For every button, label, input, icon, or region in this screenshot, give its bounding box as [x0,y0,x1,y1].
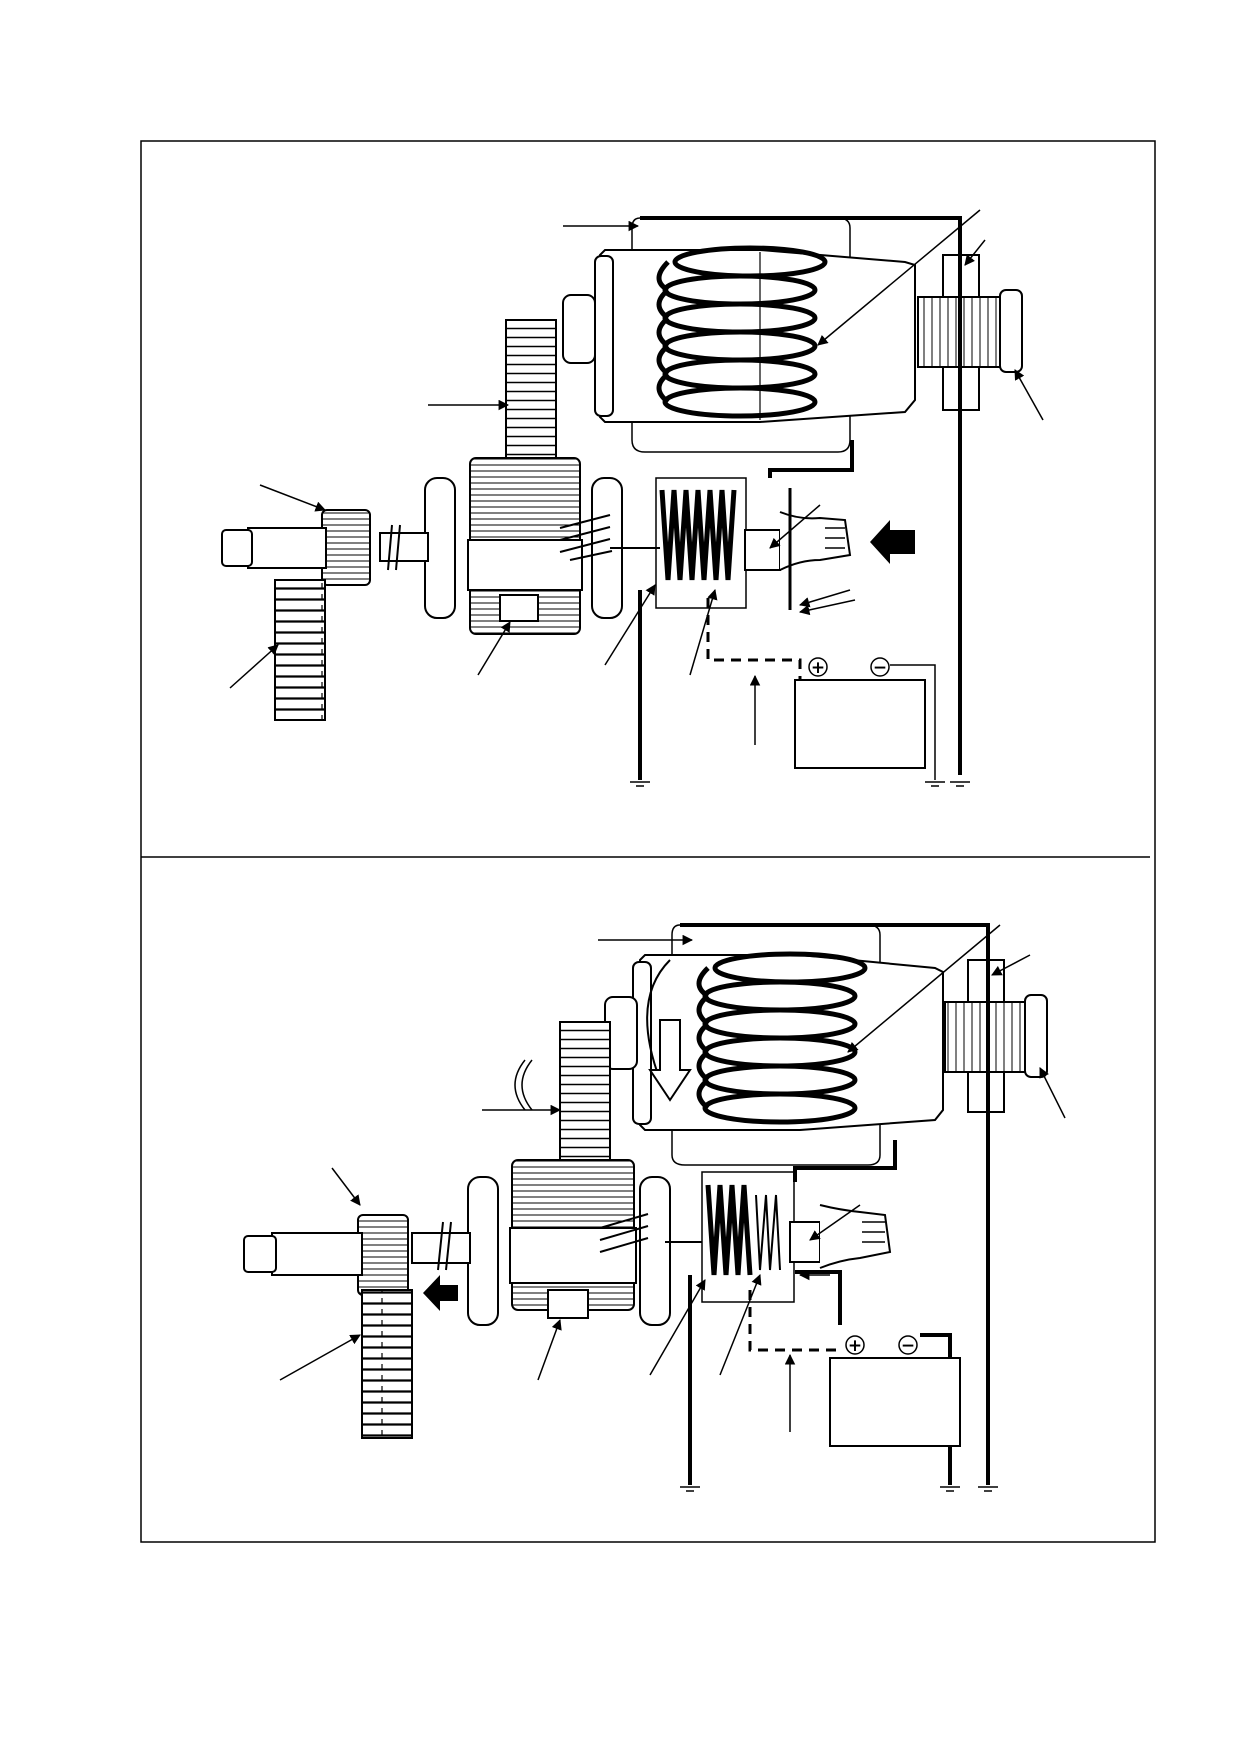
leader-arrows [229,209,1044,745]
wiring [680,923,990,1485]
bottom-panel: + − [243,923,1066,1492]
battery [794,679,926,769]
clutch-key [499,594,539,622]
wiring [638,216,962,780]
field-coil [656,245,828,419]
solenoid [610,477,852,610]
field-coil [696,951,868,1125]
battery-positive-terminal [808,657,828,677]
overrunning-clutch-housing [424,477,456,619]
armature-end-boss [562,294,596,364]
ground-symbols [680,1486,998,1492]
control-wire-dashed [748,1290,840,1352]
rotation-indicator [514,1059,533,1111]
ground-symbols [630,781,970,787]
top-panel: + − [221,209,1044,787]
helical-spline [559,514,613,561]
battery [829,1357,961,1447]
plunger [789,1221,821,1263]
shaft-nut [221,529,253,567]
battery-positive-terminal [845,1335,865,1355]
clutch-key [547,1289,589,1319]
battery-negative-symbol: − [873,658,887,678]
rotation-arrow [646,959,671,1081]
battery-negative-symbol: − [901,1336,915,1356]
movement-arrow [423,1275,458,1311]
ring-gear [274,579,326,721]
battery-negative-terminal [870,657,890,677]
shaft-end-cap [999,289,1023,373]
plunger [744,529,781,571]
armature-pinion-gear [559,1021,611,1163]
battery-positive-symbol: + [848,1336,862,1356]
output-shaft [379,532,429,562]
armature-pinion-gear [505,319,557,461]
battery-positive-symbol: + [811,658,825,678]
commutator [944,1001,1026,1073]
page-frame [140,140,1156,1543]
pinion [357,1214,409,1296]
push-arrow [870,520,915,564]
control-wire-dashed [706,598,802,680]
field-frame-outline [671,924,881,1166]
leader-arrows [279,924,1066,1432]
shaft-end-cap [1024,994,1048,1078]
motor-end-cap [594,255,614,417]
solenoid [665,1171,892,1303]
battery-negative-terminal [898,1335,918,1355]
shaft-nut [243,1235,277,1273]
ring-gear [361,1289,413,1439]
pinion [321,509,371,586]
overrunning-clutch-housing [467,1176,499,1326]
helical-spline [599,1213,649,1253]
